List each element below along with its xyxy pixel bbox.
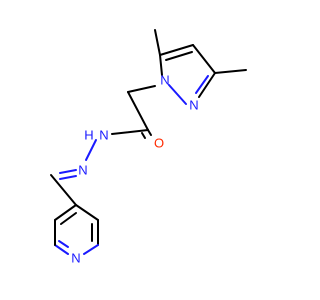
bond-co-2 xyxy=(141,132,146,139)
bond-c3-methyl xyxy=(214,69,247,74)
imine-n-label: N xyxy=(78,163,87,178)
bond-c3-n2 xyxy=(198,72,216,98)
bond-py-c2-n xyxy=(83,244,99,255)
bond-c5-c4 xyxy=(159,44,194,56)
bond-py-c4-c3 xyxy=(75,204,99,221)
molecule-structure: N N O N H N N xyxy=(50,29,247,266)
bond-ch2-carbonyl xyxy=(127,91,149,131)
bond-n2-c3-inner xyxy=(195,75,209,94)
bond-n-ch-inner xyxy=(59,169,77,174)
pyridine-n-label: N xyxy=(71,251,80,266)
bond-py-n-c6 xyxy=(54,244,69,255)
bond-py-n-c6-inner xyxy=(58,240,69,248)
bond-n1-c5 xyxy=(159,54,163,76)
bond-n-ch xyxy=(59,175,77,180)
amide-h-label: H xyxy=(84,128,93,143)
pyrazole-n1-label: N xyxy=(160,73,169,88)
bond-py-c5-c4 xyxy=(54,204,77,221)
pyrazole-n2-label: N xyxy=(189,98,198,113)
bond-c4-c5-inner xyxy=(165,51,193,61)
bond-carbonyl-nh xyxy=(111,129,149,135)
amide-oxygen-label: O xyxy=(154,136,164,151)
amide-nh-label: N xyxy=(99,128,108,143)
bond-n2-n1 xyxy=(168,84,187,105)
bond-nh-n xyxy=(85,139,97,161)
bond-c5-methyl xyxy=(154,29,161,56)
bond-py-c5-c4-inner xyxy=(60,212,77,225)
bond-c4-c3 xyxy=(192,44,216,74)
bond-ch-pyridine xyxy=(50,174,77,206)
bond-n1-ch2 xyxy=(127,85,156,93)
